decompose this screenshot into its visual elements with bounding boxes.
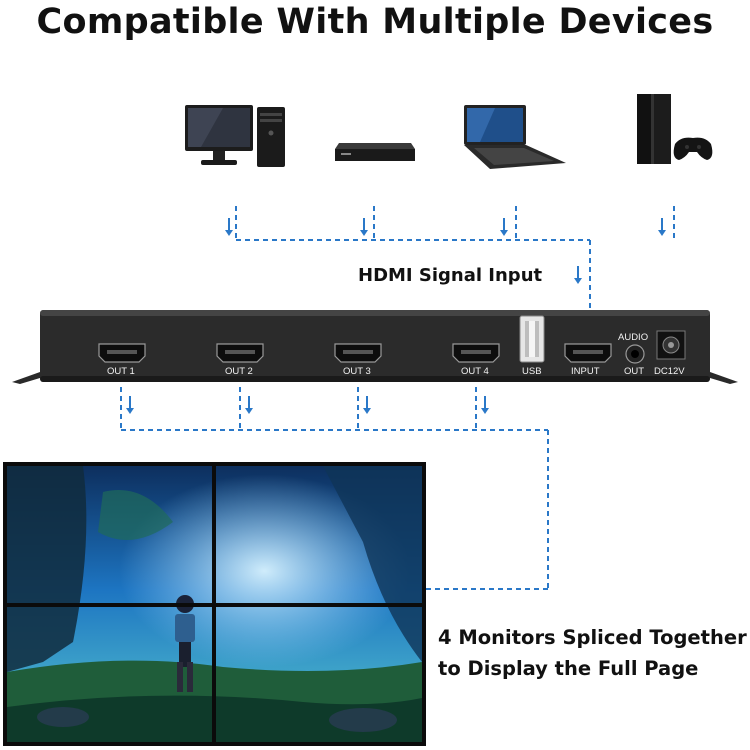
page-title: Compatible With Multiple Devices <box>36 2 714 42</box>
hdmi-out-2-port <box>216 343 264 363</box>
usb-label: USB <box>522 366 542 377</box>
caption-line-2: to Display the Full Page <box>438 657 699 680</box>
out-3-label: OUT 3 <box>343 366 371 377</box>
audio-label: AUDIO <box>618 332 649 343</box>
character-figure <box>175 595 195 692</box>
usb-port <box>519 315 545 363</box>
dc-power-jack <box>656 330 686 360</box>
hdmi-out-1-port <box>98 343 146 363</box>
audio-out-label: OUT <box>624 366 645 377</box>
arrow-down-icon <box>363 396 371 414</box>
video-wall <box>3 462 426 746</box>
hdmi-out-3-port <box>334 343 382 363</box>
arrow-down-icon <box>126 396 134 414</box>
hdmi-out-4-port <box>452 343 500 363</box>
caption: 4 Monitors Spliced Together to Display t… <box>438 622 747 684</box>
game-console-icon <box>635 92 715 166</box>
out-2-label: OUT 2 <box>225 366 253 377</box>
media-player-icon <box>333 141 417 165</box>
hdmi-signal-input-label: HDMI Signal Input <box>358 265 543 286</box>
out-1-label: OUT 1 <box>107 366 135 377</box>
arrow-down-icon <box>574 266 582 284</box>
arrow-down-icon <box>245 396 253 414</box>
arrow-down-icon <box>225 218 233 236</box>
video-wall-splitter: OUT 1 OUT 2 OUT 3 OUT 4 USB INPUT AUDIO … <box>10 306 740 386</box>
desktop-computer-icon <box>183 103 288 171</box>
dc12v-label: DC12V <box>654 366 685 377</box>
arrow-down-icon <box>500 218 508 236</box>
arrow-down-icon <box>481 396 489 414</box>
arrow-down-icon <box>360 218 368 236</box>
audio-jack <box>625 344 645 364</box>
input-label: INPUT <box>571 366 600 377</box>
out-4-label: OUT 4 <box>461 366 489 377</box>
arrow-down-icon <box>658 218 666 236</box>
hdmi-input-port <box>564 343 612 363</box>
laptop-icon <box>460 103 568 171</box>
caption-line-1: 4 Monitors Spliced Together <box>438 626 747 649</box>
